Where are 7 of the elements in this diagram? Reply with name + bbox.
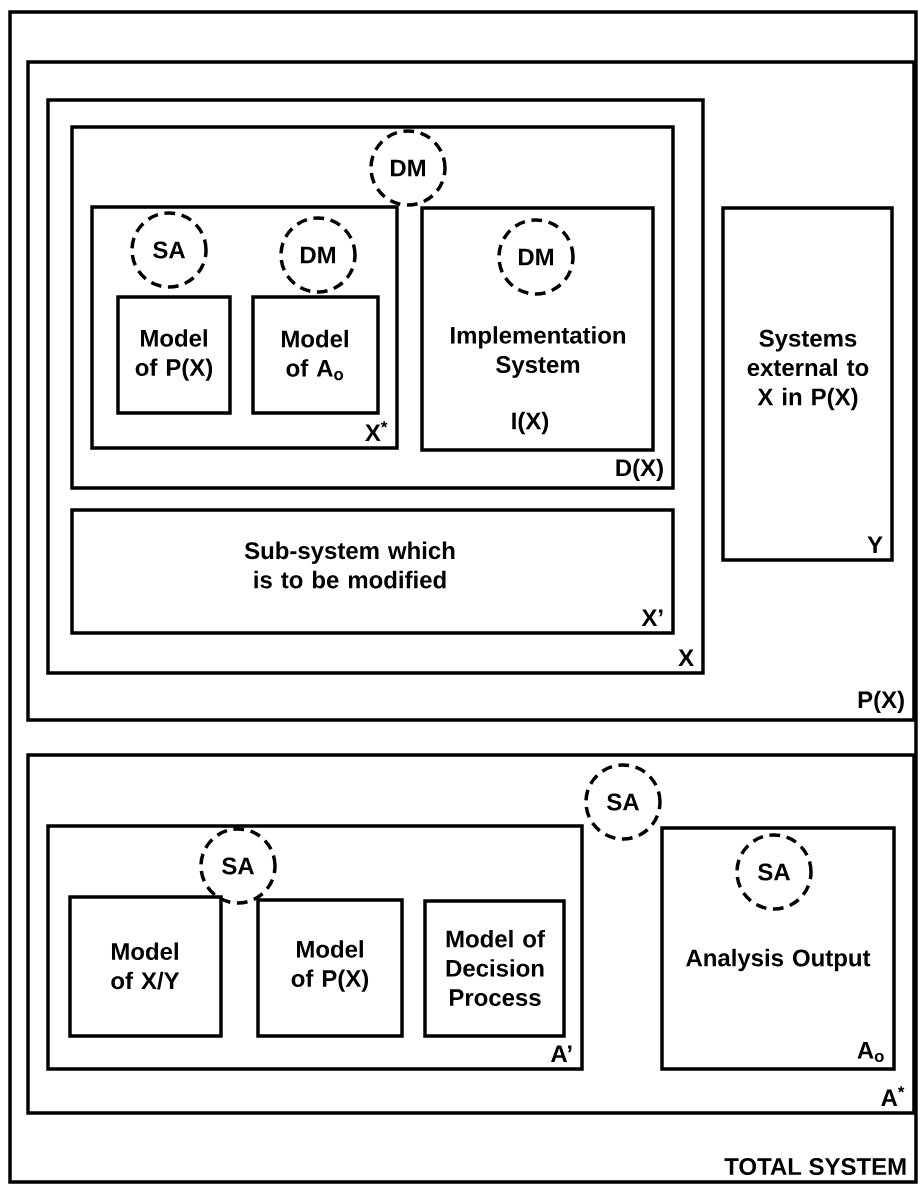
system-box: Model of P(X) — [116, 295, 232, 415]
system-box: Sub-system which is to be modified X’ — [70, 508, 675, 635]
system-box: Model of A$_{o}$ — [251, 295, 380, 415]
system-box: Systems external to X in P(X) Y — [721, 206, 894, 562]
system-box: Model of P(X) — [256, 898, 404, 1038]
system-box: Model of Decision Process — [423, 899, 566, 1038]
system-box: Model of X/Y — [68, 895, 223, 1038]
